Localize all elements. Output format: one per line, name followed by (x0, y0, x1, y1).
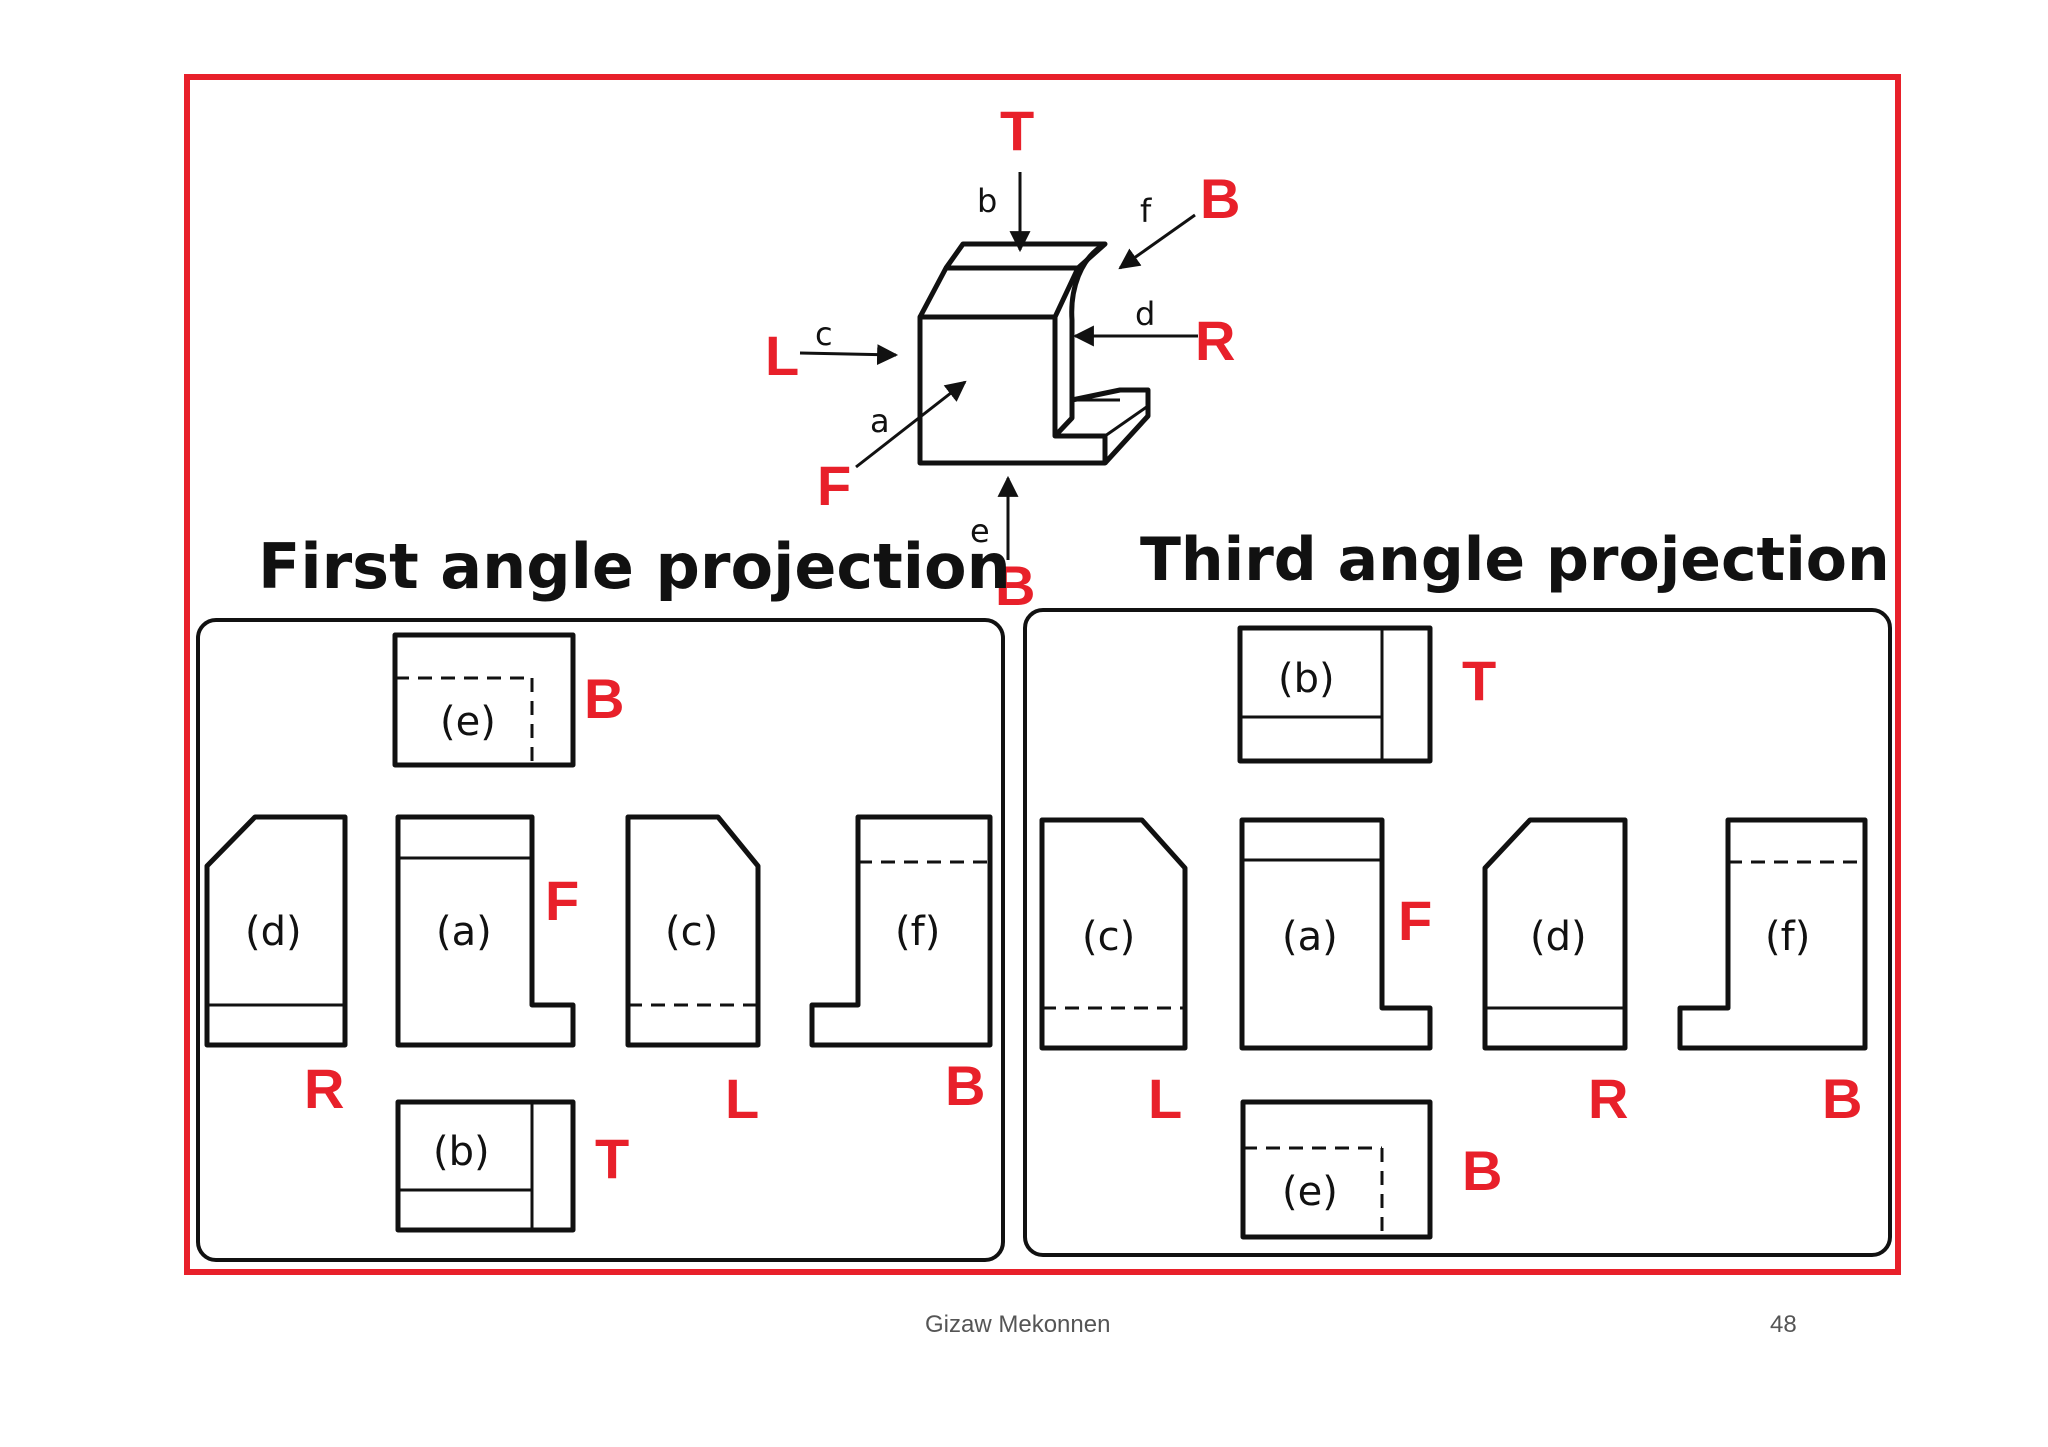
fa-view-d: (d) (204, 814, 348, 1048)
fa-view-b: (b) (395, 1099, 576, 1233)
fa-view-f: (f) (809, 814, 993, 1048)
ta-letter-f: B (1822, 1067, 1862, 1130)
svg-text:(c): (c) (665, 909, 718, 955)
third-angle-title: Third angle projection (1140, 525, 1890, 595)
fa-letter-e: B (584, 667, 624, 730)
dir-R: R (1195, 309, 1235, 372)
fa-letter-d: R (304, 1057, 344, 1120)
svg-text:(d): (d) (1530, 914, 1587, 960)
svg-text:(c): (c) (1082, 914, 1135, 960)
ta-letter-d: R (1588, 1067, 1628, 1130)
ta-view-c: (c) (1039, 817, 1188, 1051)
label-d: d (1135, 295, 1155, 333)
first-angle-panel (196, 618, 1005, 1262)
ta-view-f: (f) (1677, 817, 1868, 1051)
first-angle-title: First angle projection (258, 530, 1011, 603)
svg-text:(d): (d) (245, 909, 302, 955)
ta-letter-e: B (1462, 1139, 1502, 1202)
fa-letter-c: L (725, 1067, 759, 1130)
svg-text:(f): (f) (895, 909, 940, 955)
svg-text:(b): (b) (1278, 656, 1335, 702)
svg-text:(a): (a) (1282, 914, 1338, 960)
svg-text:(e): (e) (1282, 1169, 1338, 1215)
fa-view-a: (a) (395, 814, 576, 1048)
ta-letter-c: L (1148, 1067, 1182, 1130)
svg-text:(a): (a) (436, 909, 492, 955)
isometric-object (917, 241, 1151, 466)
label-e: e (970, 512, 990, 550)
fa-letter-a: F (545, 869, 579, 932)
fa-view-e: (e) (392, 632, 576, 768)
svg-text:(b): (b) (433, 1129, 490, 1175)
ta-view-d: (d) (1482, 817, 1628, 1051)
svg-text:(f): (f) (1765, 914, 1810, 960)
dir-T: T (1000, 99, 1034, 162)
dir-L: L (765, 324, 799, 387)
footer-page-number: 48 (1770, 1311, 1797, 1338)
svg-text:(e): (e) (440, 699, 496, 745)
view-direction-arrows (799, 172, 1198, 560)
footer-author: Gizaw Mekonnen (925, 1311, 1110, 1338)
fa-letter-f: B (945, 1054, 985, 1117)
fa-view-c: (c) (625, 814, 761, 1048)
ta-view-b: (b) (1237, 625, 1433, 764)
ta-view-a: (a) (1239, 817, 1433, 1051)
fa-letter-b: T (595, 1127, 629, 1190)
label-b: b (977, 182, 997, 220)
ta-view-e: (e) (1240, 1099, 1433, 1240)
third-angle-panel (1023, 608, 1892, 1257)
dir-F: F (817, 454, 851, 517)
ta-letter-b: T (1462, 649, 1496, 712)
label-c: c (815, 315, 833, 353)
label-f: f (1140, 192, 1152, 230)
dir-B-bottom: B (995, 554, 1035, 617)
label-a: a (870, 402, 890, 440)
red-frame (184, 74, 1901, 1275)
dir-B-right: B (1200, 167, 1240, 230)
ta-letter-a: F (1398, 889, 1432, 952)
